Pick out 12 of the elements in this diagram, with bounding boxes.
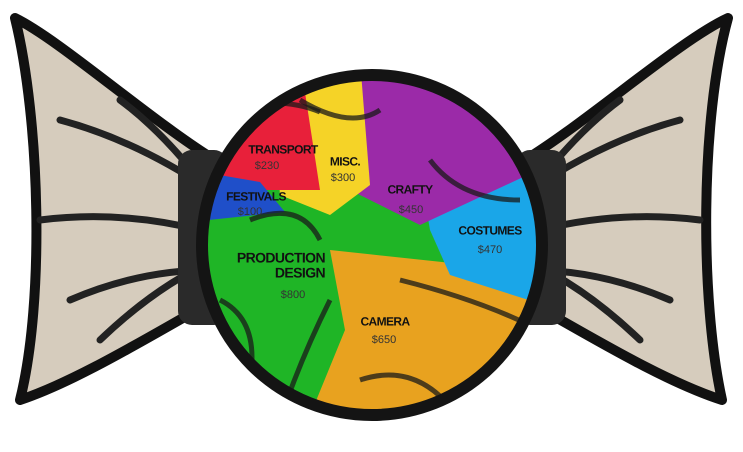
amount-label: $300 (330, 172, 356, 184)
category-label: CRAFTY (387, 183, 433, 197)
category-label: CAMERA (360, 315, 410, 329)
amount-label: $230 (254, 160, 280, 172)
category-label: PRODUCTION DESIGN (236, 250, 325, 282)
amount-label: $470 (478, 244, 502, 256)
amount-label: $100 (238, 206, 262, 218)
amount-label: $650 (372, 334, 396, 346)
amount-label: $450 (398, 204, 424, 216)
amount-label: $800 (280, 288, 306, 302)
category-label: COSTUMES (458, 224, 522, 238)
category-label: MISC. (330, 155, 360, 169)
